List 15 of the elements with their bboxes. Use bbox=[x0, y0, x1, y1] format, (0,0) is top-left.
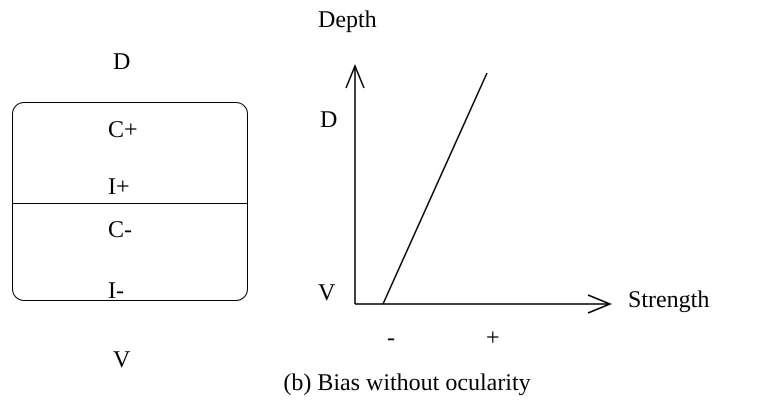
axis-label: V bbox=[318, 281, 336, 305]
section-label: I+ bbox=[108, 175, 130, 199]
side-label: V bbox=[113, 348, 130, 372]
caption: (b) Bias without ocularity bbox=[283, 371, 531, 395]
box-section bbox=[12, 203, 248, 301]
section-label: C- bbox=[108, 218, 132, 242]
axis-label: D bbox=[320, 108, 338, 132]
section-label: I- bbox=[108, 279, 124, 303]
tick-label: + bbox=[486, 326, 500, 350]
axis-title: Strength bbox=[628, 288, 710, 312]
section-label: C+ bbox=[108, 118, 138, 142]
axis-title: Depth bbox=[318, 8, 377, 32]
box-section bbox=[12, 102, 248, 204]
tick-label: - bbox=[387, 326, 395, 350]
side-label: D bbox=[113, 50, 130, 74]
